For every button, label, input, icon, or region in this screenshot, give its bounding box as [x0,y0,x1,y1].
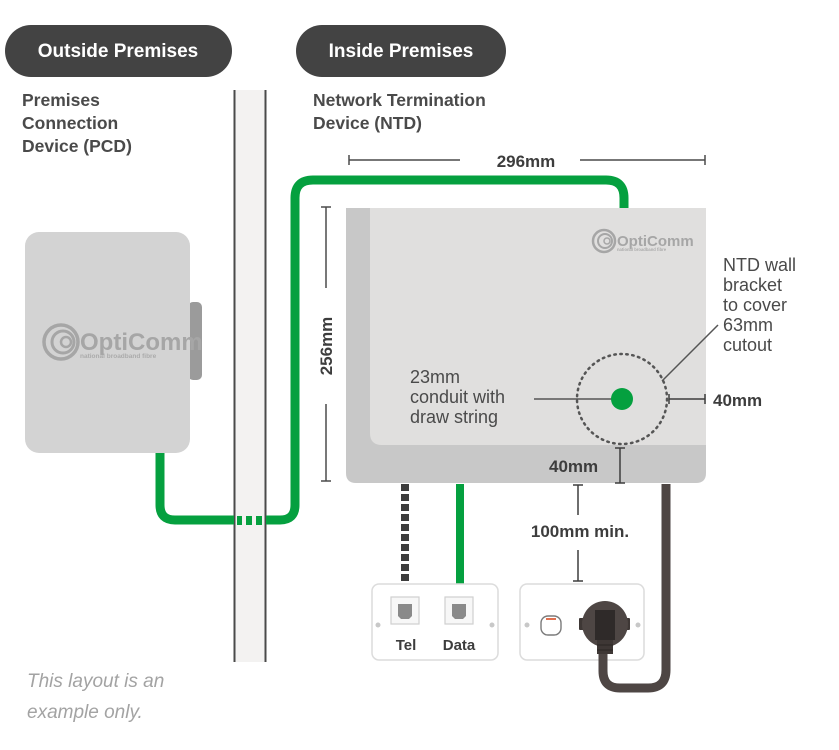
disclaimer: This layout is an example only. [27,671,164,723]
disclaimer-line: This layout is an [27,671,164,692]
pcd-logo: OptiComm national broadband fibre [42,323,203,361]
data-jack-icon [444,596,474,625]
ntd-logo-name: OptiComm [617,233,694,250]
bracket-note-line: cutout [723,335,772,355]
conduit-note-line: 23mm [410,367,460,387]
pcd-device: OptiComm national broadband fibre [25,232,203,453]
ntd-logo-tagline: national broadband fibre [617,247,667,252]
conduit-note-line: draw string [410,407,498,427]
right-clearance-label: 40mm [713,391,762,410]
fibre-cable [155,175,629,525]
plate-screw [489,622,495,628]
bracket-annotation: NTD wall bracket to cover 63mm cutout [723,255,796,355]
pcd-logo-tagline: national broadband fibre [80,353,157,360]
opticomm-swirl-icon [591,228,617,254]
bracket-note-line: bracket [723,275,782,295]
pcd-side-latch [188,302,202,380]
pcd-logo-name: OptiComm [80,329,203,356]
fibre-dash [256,516,262,525]
wall [233,90,267,662]
plate-screw [375,622,381,628]
outlet-gap-label: 100mm min. [531,522,629,541]
conduit-annotation: 23mm conduit with draw string [410,367,505,427]
pcd-title-line: Premises [22,90,100,110]
opticomm-swirl-icon [42,323,80,361]
fibre-dash [237,516,242,525]
data-jack-label: Data [443,637,476,654]
fibre-dash [246,516,252,525]
outside-premises-pill: Outside Premises [5,25,232,77]
pcd-title-line: Device (PCD) [22,136,132,156]
ntd-title-line: Network Termination [313,90,486,110]
ntd-height-dimension: 256mm [317,206,336,482]
ntd-title: Network Termination Device (NTD) [313,90,486,133]
pcd-title: Premises Connection Device (PCD) [22,90,132,156]
outlet-gap-dimension: 100mm min. [531,484,629,582]
ntd-logo: OptiComm national broadband fibre [591,228,694,254]
plate-screw [524,622,530,628]
bottom-clearance-label: 40mm [549,457,598,476]
power-plug-icon [579,601,630,654]
conduit-note-line: conduit with [410,387,505,407]
pcd-title-line: Connection [22,113,118,133]
ntd-height-label: 256mm [317,317,336,376]
outside-premises-label: Outside Premises [38,41,199,62]
tel-jack-icon [390,596,420,625]
ntd-width-label: 296mm [497,152,556,171]
ntd-title-line: Device (NTD) [313,113,422,133]
ntd-device: OptiComm national broadband fibre [346,208,719,484]
tel-jack-label: Tel [396,637,417,654]
tel-data-wall-plate: Tel Data [371,583,499,661]
bracket-leader-line [661,324,719,382]
bracket-note-line: 63mm [723,315,773,335]
disclaimer-line: example only. [27,702,143,723]
inside-premises-pill: Inside Premises [296,25,506,77]
power-switch-icon [540,615,562,636]
plate-screw [635,622,641,628]
conduit-entry-dot [611,388,633,410]
bracket-note-line: NTD wall [723,255,796,275]
inside-premises-label: Inside Premises [329,41,474,62]
bracket-note-line: to cover [723,295,787,315]
ntd-width-dimension: 296mm [348,152,706,171]
bracket-cutout-outline [575,352,669,446]
power-cable [598,484,671,693]
